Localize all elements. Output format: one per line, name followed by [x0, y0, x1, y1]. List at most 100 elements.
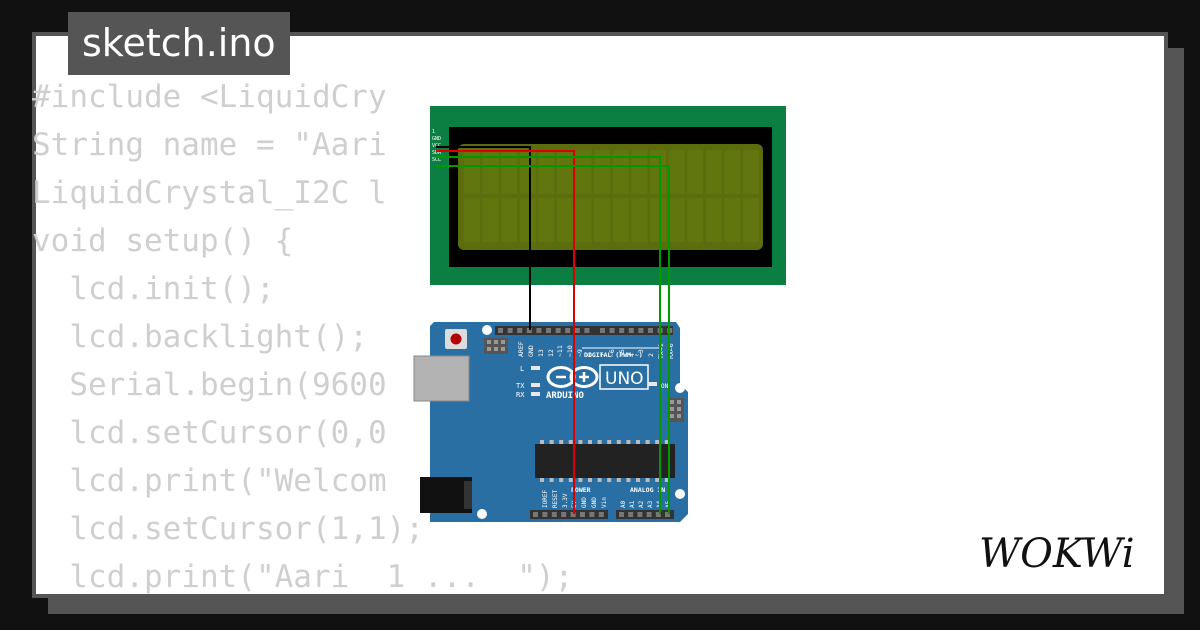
header-pin[interactable]: [555, 328, 561, 333]
header-pin[interactable]: [665, 512, 670, 517]
header-pin[interactable]: [638, 328, 644, 333]
chip-leg: [588, 440, 592, 444]
chip-leg: [597, 478, 602, 482]
uno-badge: [599, 364, 649, 390]
icsp-pin: [677, 400, 681, 404]
lcd-char-cell: [501, 150, 518, 194]
icsp-pin: [670, 414, 674, 418]
lcd-pin-label: SCL: [432, 157, 441, 163]
wokwi-logo-text: WOKWi: [979, 531, 1135, 577]
pin-label-gnd: GND: [527, 345, 535, 357]
wire-sda[interactable]: [436, 156, 661, 514]
chip-leg: [664, 440, 669, 444]
header-pin[interactable]: [628, 328, 634, 333]
header-pin[interactable]: [609, 328, 615, 333]
code-line: lcd.print("Aari 1 ... ");: [32, 559, 574, 595]
lcd-char-cell: [575, 150, 592, 194]
header-pin[interactable]: [517, 328, 523, 333]
pin-label-7: 7: [599, 353, 607, 357]
chip-leg: [568, 440, 573, 444]
pin-label-2: 2: [647, 353, 655, 357]
code-line: lcd.init();: [32, 271, 275, 307]
header-pin[interactable]: [648, 328, 653, 333]
lcd-char-cell: [482, 150, 499, 194]
header-pin[interactable]: [580, 512, 585, 517]
header-pin[interactable]: [498, 328, 503, 333]
icsp-pin: [501, 347, 505, 351]
led-l-label: L: [520, 365, 524, 373]
chip-leg: [607, 440, 612, 444]
power-label: POWER: [571, 486, 591, 494]
header-pin[interactable]: [628, 512, 634, 517]
chip-leg: [645, 440, 650, 444]
header-pin[interactable]: [655, 512, 661, 517]
header-pin[interactable]: [526, 328, 532, 333]
header-pin[interactable]: [551, 512, 557, 517]
pin-label-4: 4: [628, 353, 636, 357]
icsp-pin: [677, 407, 681, 411]
lcd-char-cell: [557, 198, 573, 242]
lcd-char-cell: [594, 150, 611, 194]
header-pin[interactable]: [565, 328, 571, 333]
uno-label: UNO: [605, 369, 644, 389]
code-line: lcd.backlight();: [32, 319, 368, 355]
pin-label-13: 13: [537, 349, 545, 357]
pin-label-rx0: RX←0: [667, 343, 675, 359]
chip-leg: [655, 478, 660, 482]
chip-legs: [540, 440, 669, 482]
header-pin[interactable]: [598, 512, 604, 517]
lcd-char-cell: [743, 150, 759, 194]
wire-vcc[interactable]: [436, 150, 575, 514]
pin-label-vin: Vin: [601, 497, 608, 508]
mounting-hole: [477, 509, 487, 519]
lcd-pin-label: SDA: [432, 150, 441, 156]
pin-label-gnd-2: GND: [591, 497, 598, 508]
power-jack: [420, 477, 472, 513]
header-pin[interactable]: [542, 512, 548, 517]
header-pin[interactable]: [584, 328, 590, 333]
icsp-pin: [501, 340, 505, 344]
header-pin[interactable]: [536, 328, 542, 333]
lcd-char-cell: [631, 150, 648, 194]
header-pin[interactable]: [546, 328, 551, 333]
chip-leg: [549, 478, 554, 482]
lcd-char-cell: [705, 150, 722, 194]
chip-leg: [645, 478, 650, 482]
header-pin[interactable]: [619, 328, 625, 333]
header-pin[interactable]: [637, 512, 643, 517]
chip-leg: [607, 478, 612, 482]
header-pin[interactable]: [570, 512, 576, 517]
header-pin[interactable]: [574, 328, 580, 333]
led-rx: [531, 392, 540, 396]
icsp-pin: [670, 400, 674, 404]
wire-gnd[interactable]: [436, 146, 531, 330]
lcd-char-cell: [612, 198, 629, 242]
code-line: Serial.begin(9600: [32, 367, 387, 403]
lcd-char-cell: [519, 198, 536, 242]
wire-scl[interactable]: [436, 165, 670, 514]
pin-label-3v3: 3.3V: [562, 493, 569, 508]
header-pin[interactable]: [646, 512, 652, 517]
header-pin[interactable]: [507, 328, 513, 333]
header-pin[interactable]: [619, 512, 624, 517]
lcd-char-cell: [650, 198, 666, 242]
lcd-char-cell: [464, 198, 480, 242]
header-pin[interactable]: [589, 512, 595, 517]
lcd-pin-label: 1: [432, 129, 435, 135]
code-line: LiquidCrystal_I2C l: [32, 175, 387, 211]
pin-label-a1: A1: [629, 500, 636, 508]
mounting-hole: [482, 325, 492, 335]
header-pin[interactable]: [561, 512, 567, 517]
icsp-pin: [670, 407, 674, 411]
header-pin[interactable]: [533, 512, 538, 517]
mounting-hole: [675, 489, 685, 499]
lcd-char-cell: [668, 150, 685, 194]
arduino-uno-board[interactable]: AREF GND 13 12 ~11 ~10 ~9 8 7 ~6 ~5 4 ~3…: [413, 322, 688, 522]
reset-button-cap[interactable]: [450, 333, 462, 345]
lcd-char-cell: [668, 198, 685, 242]
pin-label-reset: RESET: [552, 490, 559, 508]
header-pin[interactable]: [600, 328, 605, 333]
